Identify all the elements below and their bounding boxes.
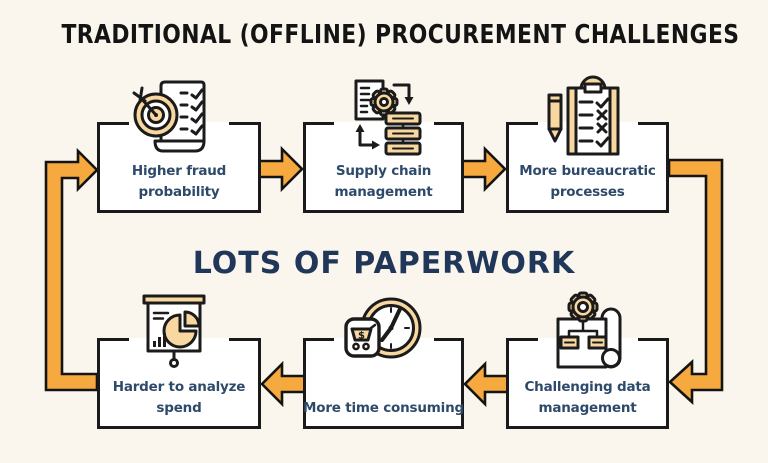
page-title: TRADITIONAL (OFFLINE) PROCUREMENT CHALLE…	[61, 20, 740, 50]
box-label-line1: Challenging data	[524, 379, 651, 395]
loop-connector-left-up	[44, 147, 99, 392]
arrow-right-2	[460, 145, 507, 193]
svg-text:$: $	[358, 331, 365, 342]
border-segment	[506, 338, 538, 341]
box-harder-to-analyze-spend: Harder to analyze spend	[97, 294, 261, 429]
icon-slot	[538, 291, 638, 383]
box-label-line1: Higher fraud	[131, 163, 227, 179]
box-label-line1: Supply chain	[335, 163, 432, 179]
box-more-bureaucratic-processes: More bureaucratic processes	[506, 75, 669, 213]
border-segment	[303, 122, 334, 125]
box-label-line1: More time consuming	[303, 400, 464, 416]
clipboard-checklist-icon	[547, 75, 619, 156]
box-higher-fraud-probability: Higher fraud probability	[97, 80, 261, 213]
box-label-line2: probability	[138, 184, 220, 200]
box-label-line1: Harder to analyze	[112, 379, 246, 395]
blueprint-gear-icon	[556, 291, 621, 369]
box-more-time-consuming: $ More time consuming	[303, 297, 464, 429]
border-segment	[637, 122, 669, 125]
center-headline: LOTS OF PAPERWORK	[192, 246, 576, 281]
border-segment	[97, 122, 129, 125]
arrow-right-1	[257, 145, 304, 193]
presentation-pie-chart-icon	[142, 294, 206, 368]
box-supply-chain-management: Supply chain management	[303, 79, 464, 213]
box-label-line2: management	[538, 400, 637, 416]
border-segment	[229, 122, 261, 125]
supply-chain-icon	[354, 79, 421, 156]
arrow-left-2	[463, 360, 510, 408]
icon-slot	[129, 75, 229, 167]
clock-shopping-icon: $	[343, 297, 421, 359]
box-label-line2: spend	[156, 400, 202, 416]
box-label-line1: More bureaucratic	[519, 163, 656, 179]
loop-connector-right-down	[667, 158, 724, 405]
box-label-line2: management	[334, 184, 433, 200]
icon-slot	[334, 75, 434, 167]
border-segment	[229, 338, 261, 341]
icon-slot	[538, 75, 638, 167]
border-segment	[506, 122, 538, 125]
arrow-left-1	[260, 360, 307, 408]
box-challenging-data-management: Challenging data management	[506, 291, 669, 429]
border-segment	[433, 338, 464, 341]
target-checklist-icon	[132, 80, 206, 153]
icon-slot	[129, 291, 229, 383]
box-label-line2: processes	[550, 184, 625, 200]
border-segment	[303, 338, 334, 341]
border-segment	[433, 122, 464, 125]
border-segment	[97, 338, 129, 341]
icon-slot: $	[334, 291, 434, 383]
border-segment	[637, 338, 669, 341]
